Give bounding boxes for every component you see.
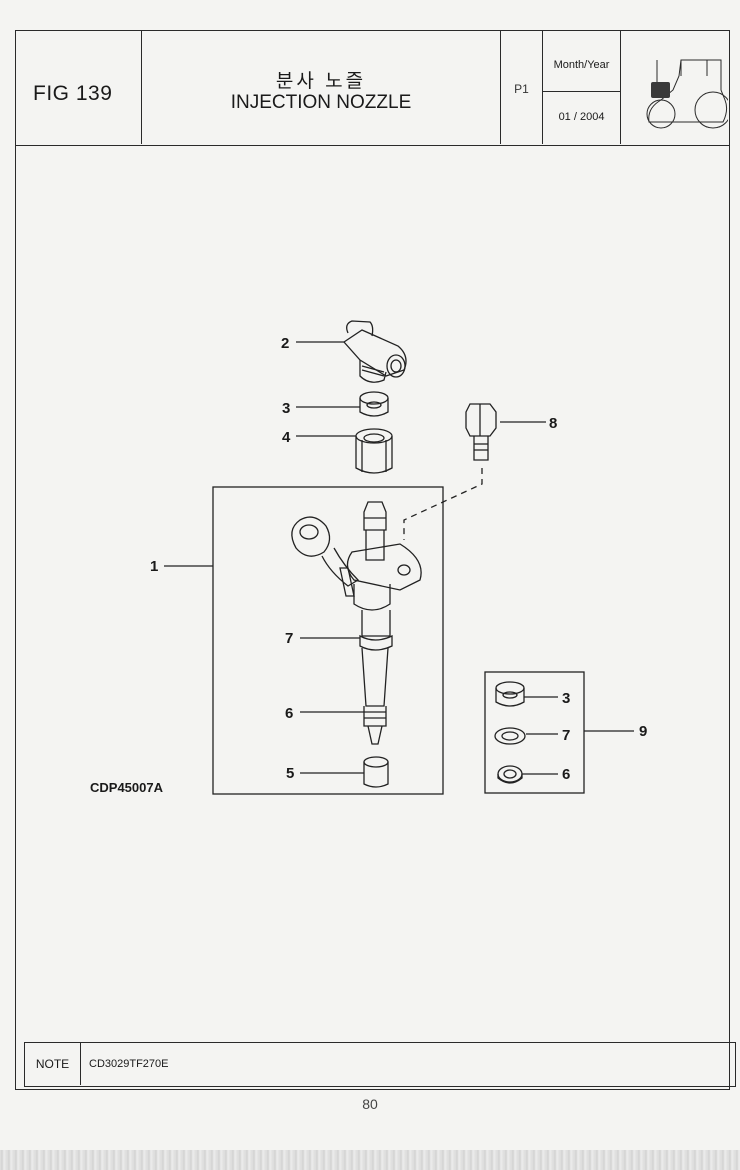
injection-nozzle-part: [291, 501, 422, 745]
kit-callout-3: 3: [562, 690, 570, 707]
page-indicator: P1: [514, 82, 529, 96]
callout-2: 2: [281, 335, 289, 352]
kit-seal-part: [497, 765, 523, 784]
icon-cell: [621, 30, 728, 144]
title-cell: 분사 노즐 INJECTION NOZZLE: [142, 30, 501, 144]
date-value: 01 / 2004: [558, 111, 605, 123]
page-cell: P1: [501, 30, 543, 144]
kit-callout-7: 7: [562, 727, 570, 744]
callout-6: 6: [285, 705, 293, 722]
figure-number: FIG 139: [33, 82, 113, 105]
small-nut-part: [359, 391, 389, 417]
month-year-label: Month/Year: [553, 59, 610, 71]
callout-7: 7: [285, 630, 293, 647]
callout-3: 3: [282, 400, 290, 417]
title-english: INJECTION NOZZLE: [230, 92, 412, 113]
fig-cell: FIG 139: [15, 30, 142, 144]
page-number: 80: [362, 1096, 378, 1112]
seal-kit-box: [484, 671, 585, 794]
nozzle-assembly-box: [212, 486, 444, 795]
title-korean: 분사 노즐: [275, 71, 367, 92]
note-value: CD3029TF270E: [89, 1058, 169, 1070]
diagram-code: CDP45007A: [90, 780, 164, 795]
exploded-parts-diagram: 2 3 4 8 1 7 6 5 3 7 6 9 CDP45007A: [90, 320, 647, 795]
note-row: NOTE CD3029TF270E: [24, 1042, 736, 1087]
note-label: NOTE: [25, 1043, 81, 1085]
nozzle-cap-part: [363, 756, 389, 788]
scan-artifact-strip: [0, 1150, 740, 1170]
callout-5: 5: [286, 765, 294, 782]
page-frame: [15, 30, 730, 1090]
bolt-part: [465, 403, 497, 461]
callout-4: 4: [282, 429, 291, 446]
kit-washer-part: [494, 727, 526, 745]
sleeve-nut-part: [355, 428, 393, 474]
callout-9: 9: [639, 723, 647, 740]
date-cell: Month/Year 01 / 2004: [543, 30, 621, 144]
callout-8: 8: [549, 415, 557, 432]
kit-nut-part: [495, 681, 525, 707]
kit-callout-6: 6: [562, 766, 570, 783]
date-divider: [543, 91, 620, 92]
header-block: FIG 139 분사 노즐 INJECTION NOZZLE P1 Month/…: [15, 30, 730, 146]
tractor-icon: [646, 59, 728, 129]
callout-1: 1: [150, 558, 158, 575]
tee-connector-part: [343, 320, 407, 383]
